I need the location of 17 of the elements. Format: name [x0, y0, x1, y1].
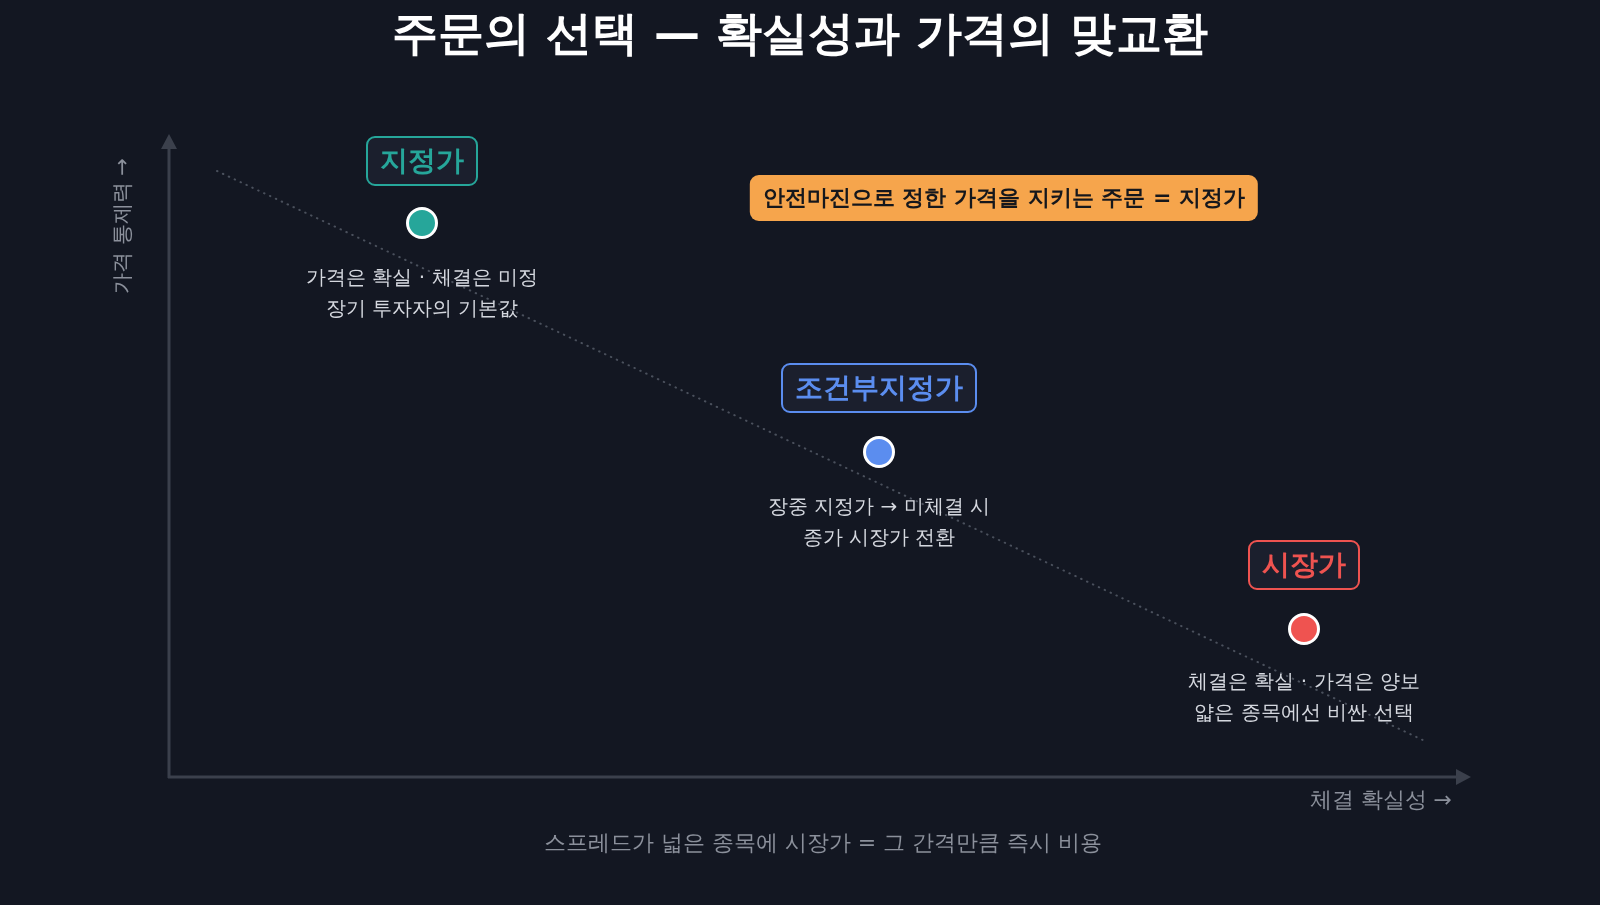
axis-label: 체결 확실성 → — [1309, 786, 1452, 814]
marker-dot-icon — [1288, 613, 1320, 645]
order-type-tag: 조건부지정가 — [781, 363, 977, 413]
description-text: 장중 지정가 → 미체결 시 — [767, 492, 991, 520]
caption-text: 스프레드가 넓은 종목에 시장가 = 그 간격만큼 즉시 비용 — [543, 829, 1103, 857]
order-type-tag: 지정가 — [366, 136, 478, 186]
callout-box: 안전마진으로 정한 가격을 지키는 주문 = 지정가 — [749, 175, 1259, 221]
description-text: 장기 투자자의 기본값 — [325, 294, 519, 322]
title: 주문의 선택 — 확실성과 가격의 맞교환 — [391, 5, 1209, 62]
description-text: 종가 시장가 전환 — [802, 523, 956, 551]
description-text: 가격은 확실 · 체결은 미정 — [306, 263, 538, 291]
marker-dot-icon — [863, 436, 895, 468]
axis-label: 가격 통제력 → — [109, 158, 135, 294]
order-type-tag: 시장가 — [1248, 540, 1360, 590]
description-text: 얇은 종목에선 비싼 선택 — [1194, 698, 1414, 726]
description-text: 체결은 확실 · 가격은 양보 — [1188, 667, 1420, 695]
marker-dot-icon — [406, 207, 438, 239]
